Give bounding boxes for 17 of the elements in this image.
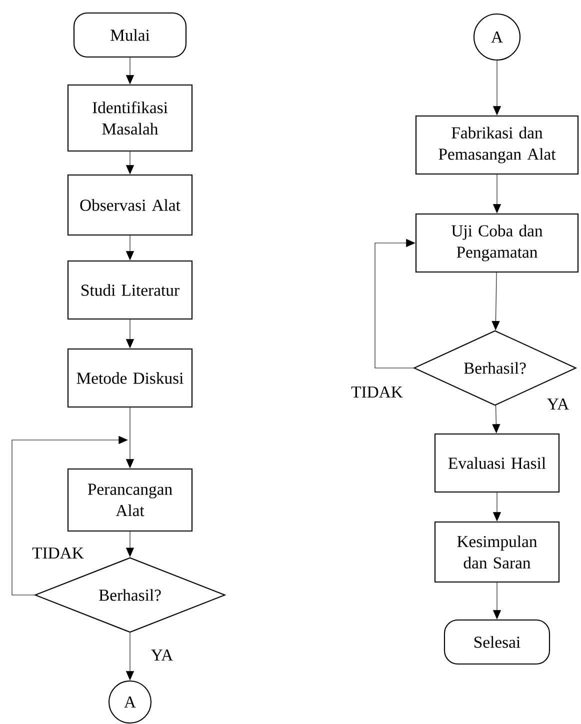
edge-label: TIDAK (30, 546, 86, 560)
process-box: Perancangan Alat (67, 468, 193, 532)
arrow (374, 238, 416, 368)
edge-label: YA (150, 648, 174, 662)
process-box: Observasi Alat (67, 174, 193, 236)
arrow (12, 436, 128, 596)
terminal-box: Mulai (73, 12, 187, 58)
process-box: Studi Literatur (67, 260, 193, 320)
process-box: Identifikasi Masalah (67, 84, 193, 152)
edge-label: TIDAK (350, 385, 404, 399)
process-box: Metode Diskusi (67, 348, 193, 408)
process-box: Kesimpulan dan Saran (434, 521, 560, 583)
process-box: Uji Coba dan Pengamatan (415, 213, 579, 273)
terminal-box: Selesai (444, 619, 550, 665)
arrow (492, 405, 500, 434)
process-box: Evaluasi Hasil (434, 433, 560, 493)
process-box: Fabrikasi dan Pemasangan Alat (415, 115, 579, 175)
